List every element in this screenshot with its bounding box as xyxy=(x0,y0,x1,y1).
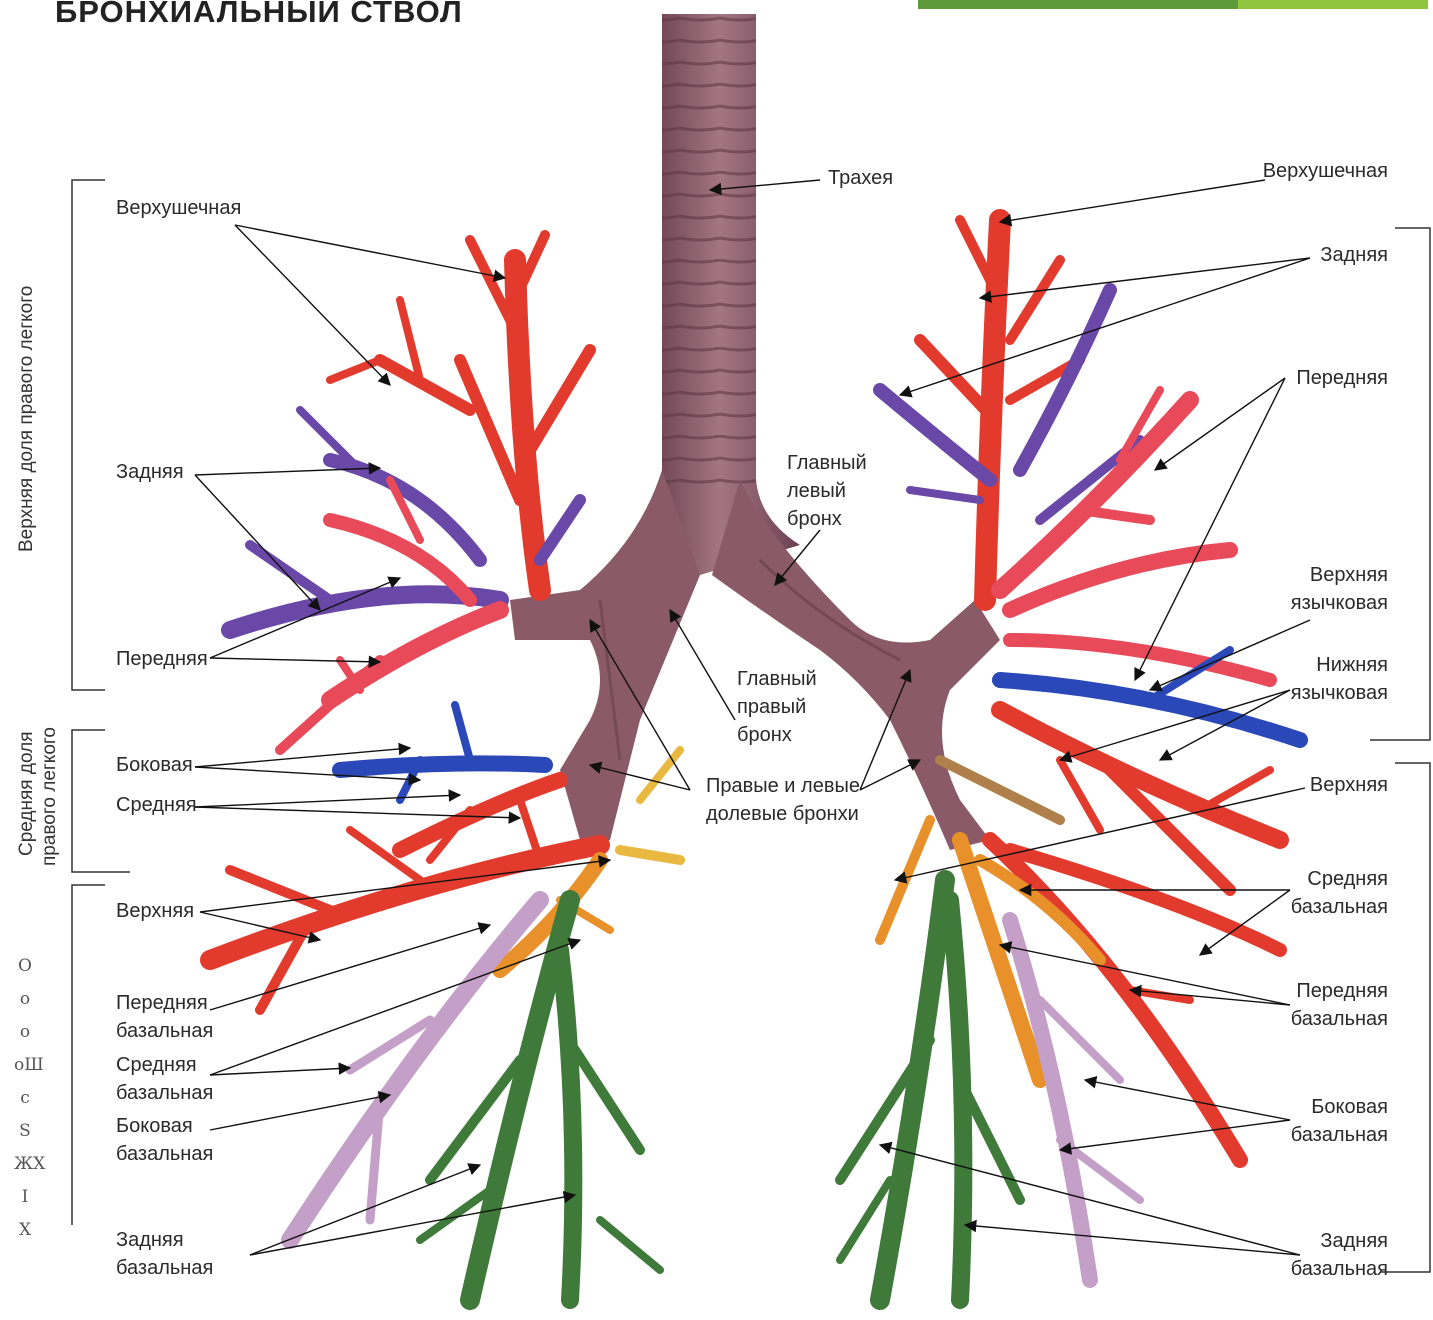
label-right-medial-basal: Средняя базальная xyxy=(116,1051,213,1107)
margin-mark: ЖХ xyxy=(14,1148,36,1181)
label-right-medial: Средняя xyxy=(116,791,197,819)
margin-mark: Х xyxy=(14,1214,36,1247)
side-label-middle-right-lobe-2: правого легкого xyxy=(39,727,61,866)
label-line: Боковая xyxy=(116,1112,213,1140)
label-line: бронх xyxy=(787,505,867,533)
label-right-anterior: Передняя xyxy=(116,645,208,673)
label-line: Главный xyxy=(787,449,867,477)
label-right-posterior: Задняя xyxy=(116,458,184,486)
label-line: Главный xyxy=(737,665,817,693)
label-right-superior: Верхняя xyxy=(116,897,194,925)
margin-mark: оШ xyxy=(14,1049,36,1082)
label-right-apical: Верхушечная xyxy=(116,194,241,222)
label-line: базальная xyxy=(116,1254,213,1282)
label-left-inferior-lingular: Нижняя язычковая xyxy=(1291,651,1388,707)
side-label-middle-right-lobe-1: Средняя доля xyxy=(16,732,38,856)
label-left-apical: Верхушечная xyxy=(1263,157,1388,185)
label-line: Верхняя xyxy=(1291,561,1388,589)
label-line: базальная xyxy=(116,1140,213,1168)
label-line: язычковая xyxy=(1291,589,1388,617)
label-line: Нижняя xyxy=(1291,651,1388,679)
label-line: Правые и левые xyxy=(706,772,860,800)
right-medial-segment xyxy=(400,780,560,860)
label-lobar-bronchi: Правые и левые долевые бронхи xyxy=(706,772,860,828)
label-line: базальная xyxy=(1291,1121,1388,1149)
label-trachea: Трахея xyxy=(828,164,893,192)
margin-mark: о xyxy=(14,983,36,1016)
bracket-right-upper-lobe xyxy=(72,180,105,690)
label-right-anterior-basal: Передняя базальная xyxy=(116,989,213,1045)
label-line: правый xyxy=(737,693,817,721)
label-main-right-bronchus: Главный правый бронх xyxy=(737,665,817,749)
margin-mark: О xyxy=(14,950,36,983)
right-lateral-segment xyxy=(340,705,545,800)
label-line: язычковая xyxy=(1291,679,1388,707)
label-line: базальная xyxy=(116,1017,213,1045)
label-line: Боковая xyxy=(1291,1093,1388,1121)
label-line: бронх xyxy=(737,721,817,749)
side-label-upper-right-lobe: Верхняя доля правого легкого xyxy=(16,286,38,552)
label-line: базальная xyxy=(1291,893,1388,921)
label-line: базальная xyxy=(1291,1005,1388,1033)
label-left-superior: Верхняя xyxy=(1310,771,1388,799)
label-left-posterior-basal: Задняя базальная xyxy=(1291,1227,1388,1283)
margin-mark: с xyxy=(14,1082,36,1115)
margin-mark: S xyxy=(14,1115,36,1148)
bracket-right-lower-lobe xyxy=(72,885,105,1225)
margin-mark: I xyxy=(14,1181,36,1214)
right-yellow-branches xyxy=(620,750,680,860)
label-line: левый xyxy=(787,477,867,505)
label-left-medial-basal: Средняя базальная xyxy=(1291,865,1388,921)
label-right-lateral: Боковая xyxy=(116,751,193,779)
label-line: Средняя xyxy=(1291,865,1388,893)
label-main-left-bronchus: Главный левый бронх xyxy=(787,449,867,533)
margin-mark: о xyxy=(14,1016,36,1049)
label-line: Средняя xyxy=(116,1051,213,1079)
label-line: базальная xyxy=(1291,1255,1388,1283)
label-right-lateral-basal: Боковая базальная xyxy=(116,1112,213,1168)
left-anterior-segment xyxy=(1000,390,1230,610)
label-line: Передняя xyxy=(1291,977,1388,1005)
margin-scan-marks: О о о оШ с S ЖХ I Х xyxy=(14,950,36,1247)
right-posterior-basal-segment xyxy=(420,900,660,1300)
label-line: Задняя xyxy=(116,1226,213,1254)
label-left-anterior: Передняя xyxy=(1296,364,1388,392)
label-line: базальная xyxy=(116,1079,213,1107)
label-right-posterior-basal: Задняя базальная xyxy=(116,1226,213,1282)
label-line: Задняя xyxy=(1291,1227,1388,1255)
label-line: Передняя xyxy=(116,989,213,1017)
label-left-posterior: Задняя xyxy=(1320,241,1388,269)
label-left-anterior-basal: Передняя базальная xyxy=(1291,977,1388,1033)
label-line: долевые бронхи xyxy=(706,800,860,828)
label-left-lateral-basal: Боковая базальная xyxy=(1291,1093,1388,1149)
label-left-superior-lingular: Верхняя язычковая xyxy=(1291,561,1388,617)
trachea xyxy=(655,14,800,575)
